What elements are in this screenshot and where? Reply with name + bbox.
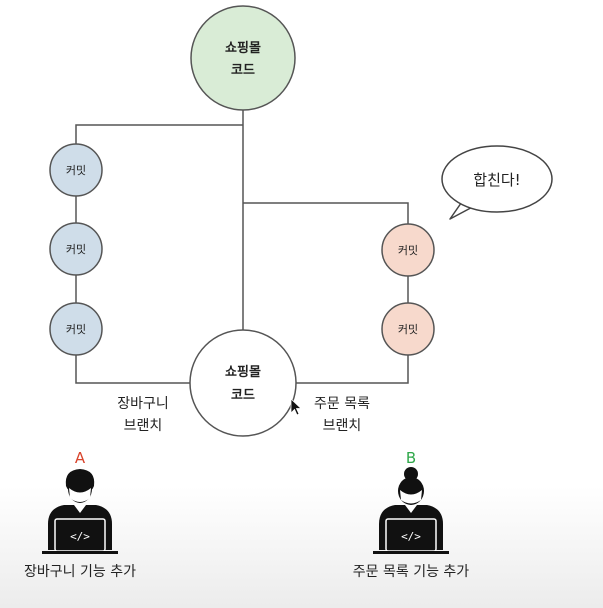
left-branch-top-line xyxy=(75,124,243,145)
speech-bubble: 합친다! xyxy=(441,145,553,220)
bottom-main-node-line2: 코드 xyxy=(231,388,255,403)
left-commit-2-label: 커밋 xyxy=(66,243,86,256)
left-branch-merge-line xyxy=(75,355,190,384)
left-commit-1: 커밋 xyxy=(49,143,103,197)
right-commit-2-label: 커밋 xyxy=(398,323,418,336)
right-branch-label-line2: 브랜치 xyxy=(323,418,362,434)
left-commit-3: 커밋 xyxy=(49,302,103,356)
left-branch-label-line2: 브랜치 xyxy=(124,418,163,434)
bottom-main-node: 쇼핑몰 코드 xyxy=(189,329,297,437)
svg-text:</>: </> xyxy=(70,530,90,543)
right-branch-label: 주문 목록 브랜치 xyxy=(314,396,370,434)
person-b-letter: B xyxy=(406,449,416,467)
person-a-letter: A xyxy=(75,449,86,467)
developer-a-icon: </> xyxy=(42,469,118,554)
right-commit-1-label: 커밋 xyxy=(398,244,418,257)
top-main-node-line1: 쇼핑몰 xyxy=(225,40,261,56)
left-branch-label: 장바구니 브랜치 xyxy=(117,396,169,434)
right-branch-top-line xyxy=(243,202,409,225)
right-branch-merge-line xyxy=(296,355,409,384)
mouse-cursor-icon xyxy=(290,398,303,416)
svg-text:</>: </> xyxy=(401,530,421,543)
bottom-main-node-line1: 쇼핑몰 xyxy=(225,364,261,380)
right-commit-2: 커밋 xyxy=(381,302,435,356)
person-b: B </> 주문 목록 기능 추가 xyxy=(353,449,470,580)
person-b-caption: 주문 목록 기능 추가 xyxy=(353,564,470,580)
top-main-node: 쇼핑몰 코드 xyxy=(190,5,296,111)
right-branch-label-line1: 주문 목록 xyxy=(314,396,370,412)
person-a: A </> 장바구니 기능 추가 xyxy=(24,449,136,580)
top-main-node-line2: 코드 xyxy=(231,63,255,78)
left-branch-label-line1: 장바구니 xyxy=(117,396,169,412)
speech-bubble-text: 합친다! xyxy=(473,171,520,189)
person-a-caption: 장바구니 기능 추가 xyxy=(24,564,136,580)
connection-lines xyxy=(75,110,409,384)
left-commit-2: 커밋 xyxy=(49,222,103,276)
left-commit-1-label: 커밋 xyxy=(66,164,86,177)
left-commit-3-label: 커밋 xyxy=(66,323,86,336)
right-commit-1: 커밋 xyxy=(381,223,435,277)
developer-b-icon: </> xyxy=(373,467,449,554)
